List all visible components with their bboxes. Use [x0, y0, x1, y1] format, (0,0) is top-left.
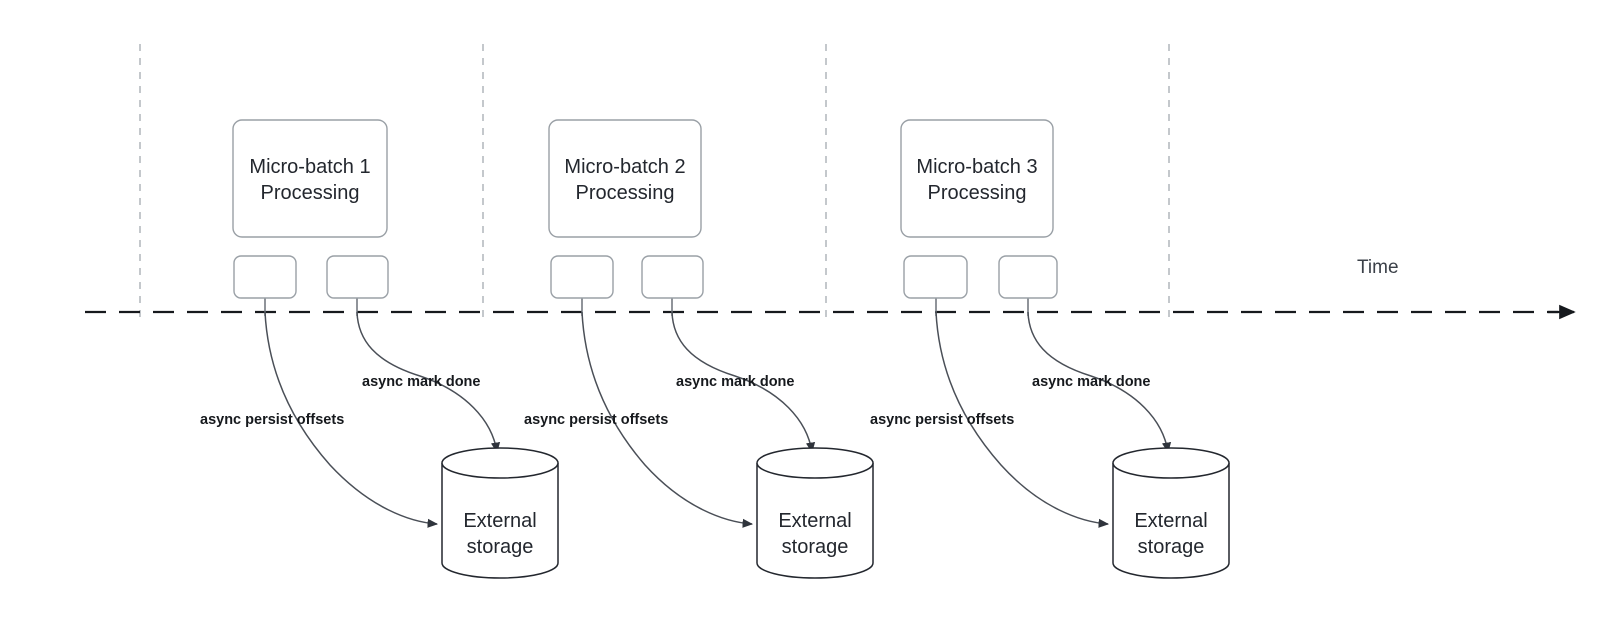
external-storage-2-label-line2: storage: [782, 536, 849, 558]
external-storage-3-label-line2: storage: [1138, 536, 1205, 558]
external-storage-3-body: [1112, 463, 1230, 579]
connector-mark-done-3: [1027, 311, 1172, 454]
batch-group-2: Micro-batch 2 Processing External storag…: [524, 119, 874, 579]
process-box-3-label-line1: Micro-batch 3: [916, 156, 1037, 178]
connector-persist-offsets-2: [581, 311, 754, 528]
process-box-1-label-line1: Micro-batch 1: [249, 156, 370, 178]
process-box-1[interactable]: [232, 119, 388, 238]
edge-label-mark-done-3: async mark done: [1032, 374, 1150, 390]
mini-box-mark-3[interactable]: [998, 255, 1058, 299]
external-storage-3[interactable]: External storage: [1112, 447, 1230, 579]
external-storage-1-label-line1: External: [463, 510, 536, 532]
external-storage-2-label-line1: External: [778, 510, 851, 532]
external-storage-1-top: [441, 447, 559, 479]
process-box-1-label-line2: Processing: [261, 182, 360, 204]
external-storage-1[interactable]: External storage: [441, 447, 559, 579]
edge-label-persist-offsets-3: async persist offsets: [870, 412, 1014, 428]
edge-label-persist-offsets-2: async persist offsets: [524, 412, 668, 428]
mini-box-mark-2[interactable]: [641, 255, 704, 299]
external-storage-1-label-line2: storage: [467, 536, 534, 558]
connector-mark-done-2: [671, 311, 816, 454]
mini-box-persist-2[interactable]: [550, 255, 614, 299]
edge-label-mark-done-2: async mark done: [676, 374, 794, 390]
process-box-2[interactable]: [548, 119, 702, 238]
external-storage-2[interactable]: External storage: [756, 447, 874, 579]
time-axis-label: Time: [1357, 257, 1399, 278]
process-box-3-label-line2: Processing: [928, 182, 1027, 204]
external-storage-2-body: [756, 463, 874, 579]
process-box-2-label-line2: Processing: [576, 182, 675, 204]
edge-label-mark-done-1: async mark done: [362, 374, 480, 390]
process-box-2-label-line1: Micro-batch 2: [564, 156, 685, 178]
connector-persist-offsets-1: [264, 311, 439, 528]
edge-label-persist-offsets-1: async persist offsets: [200, 412, 344, 428]
connector-persist-offsets-3: [935, 311, 1110, 528]
external-storage-3-label-line1: External: [1134, 510, 1207, 532]
connector-mark-done-1: [356, 311, 501, 454]
external-storage-2-top: [756, 447, 874, 479]
batch-group-3: Micro-batch 3 Processing External storag…: [870, 119, 1230, 579]
external-storage-3-top: [1112, 447, 1230, 479]
mini-box-persist-1[interactable]: [233, 255, 297, 299]
mini-box-persist-3[interactable]: [903, 255, 968, 299]
batch-group-1: Micro-batch 1 Processing External storag…: [200, 119, 559, 579]
guide-lines: [139, 44, 1170, 318]
process-box-3[interactable]: [900, 119, 1054, 238]
mini-box-mark-1[interactable]: [326, 255, 389, 299]
external-storage-1-body: [441, 463, 559, 579]
